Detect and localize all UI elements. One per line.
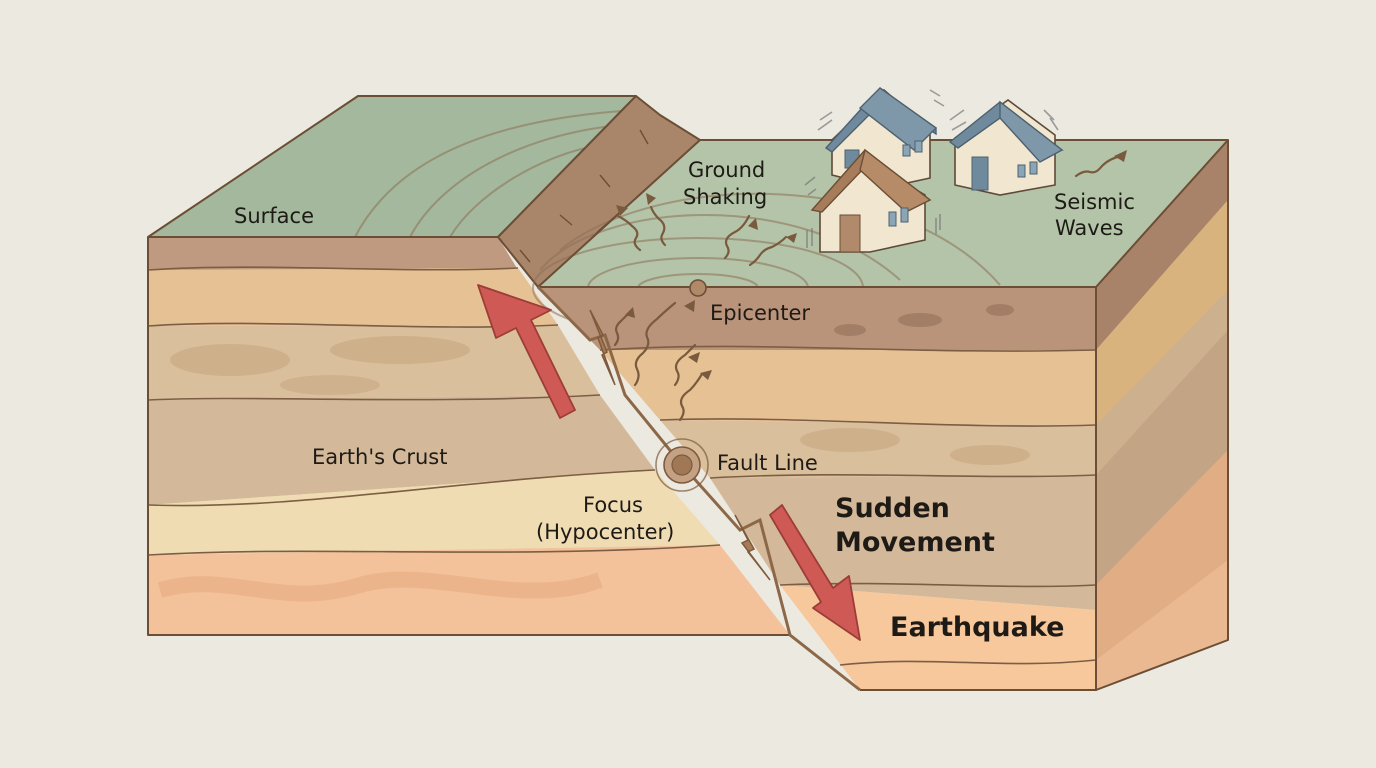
left-layer-cream [148,470,720,555]
label-seismic-waves-1: Seismic [1054,190,1135,214]
houses [804,87,1064,253]
house-icon [804,148,941,253]
right-layer-tan [600,350,1096,425]
right-block [532,139,1229,691]
label-fault-line: Fault Line [717,451,818,475]
label-ground-shaking-2: Shaking [683,185,767,209]
label-focus-1: Focus [583,493,643,517]
left-block [147,95,790,636]
epicenter-dot-icon [689,279,707,297]
left-surface [148,96,636,237]
left-layer-soil [148,237,518,270]
label-surface: Surface [234,204,314,228]
label-ground-shaking-1: Ground [688,158,765,182]
left-layer-crust [148,395,655,505]
right-layer-soil [538,287,1096,350]
label-epicenter: Epicenter [710,301,810,325]
house-icon [948,99,1064,196]
label-earths-crust: Earth's Crust [312,445,448,469]
label-sudden-movement-1: Sudden [835,493,950,524]
left-layer-tan [148,268,558,326]
label-earthquake: Earthquake [890,612,1064,643]
lightning-crack-icon [734,514,771,581]
lightning-crack-icon [589,309,616,386]
label-focus-2: (Hypocenter) [536,520,674,544]
focus-marker [655,438,709,492]
label-seismic-waves-2: Waves [1055,216,1124,240]
label-sudden-movement-2: Movement [835,527,995,558]
arrow-up-left-icon [477,284,576,419]
seismic-wave-arrows [613,150,1127,422]
arrow-down-right-icon [769,504,861,641]
